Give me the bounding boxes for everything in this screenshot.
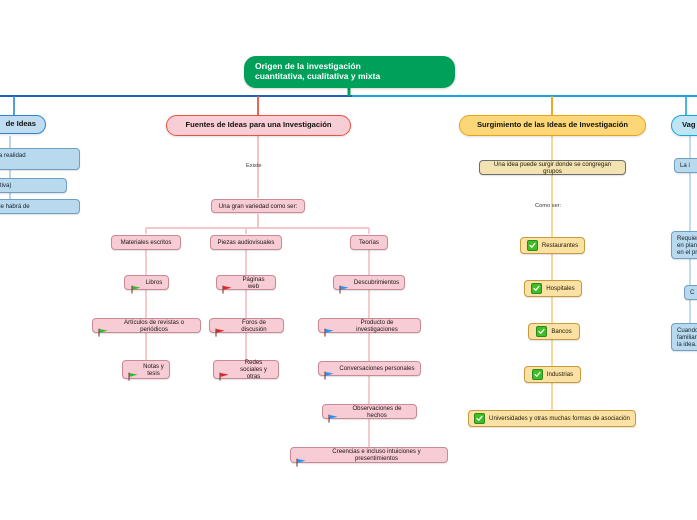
node-label: Notas y tesis [143,362,164,377]
node-piezas-audiovisuales[interactable]: Piezas audiovisuales [210,235,282,250]
node-hospitales[interactable]: Hospitales [524,280,582,297]
node-conversaciones-personales[interactable]: Conversaciones personales [318,361,421,380]
node-investigacion-cualitativa[interactable]: ación cualitativa) [0,178,67,193]
node-label: Creencias e incluso intuiciones y presen… [332,448,421,462]
node-label: Industrias [546,371,574,378]
flag-green-icon [131,278,142,294]
node-observaciones-de-hechos[interactable]: Observaciones de hechos [322,404,417,423]
flag-green-icon [98,321,109,337]
flag-blue-icon [339,278,350,294]
node-label: Conversaciones personales [339,365,415,372]
branch-header-fuentes-de-ideas[interactable]: Fuentes de Ideas para una Investigación [166,115,351,136]
connector-label-existe: Existe [246,163,262,169]
connector-label-como-ser: Como ser: [535,203,562,209]
branch-header-surgimiento-de-ideas[interactable]: Surgimiento de las Ideas de Investigació… [459,115,646,136]
node-label: Foros de discusión [241,318,267,333]
flag-blue-icon [324,364,335,380]
check-green-icon [531,369,543,380]
node-bancos[interactable]: Bancos [528,323,580,340]
node-label: Universidades y otras muchas formas de a… [489,415,630,422]
node-libros[interactable]: Libros [124,275,169,294]
flag-blue-icon [328,407,339,423]
node-universidades[interactable]: Universidades y otras muchas formas de a… [468,410,636,427]
node-c[interactable]: C [684,285,697,300]
node-cuando-una-persona[interactable]: Cuando una p familiarizarse la idea. [671,323,697,351]
node-label: Libros [145,279,163,286]
node-restaurantes[interactable]: Restaurantes [520,237,585,254]
node-label: Observaciones de hechos [352,404,402,419]
node-una-gran-variedad[interactable]: Una gran variedad como ser: [211,199,305,213]
node-descubrimientos[interactable]: Descubrimientos [333,275,405,294]
flag-red-icon [222,278,233,294]
node-foros-de-discusion[interactable]: Foros de discusión [209,318,284,337]
node-notas-y-tesis[interactable]: Notas y tesis [122,360,170,381]
node-label: Hospitales [546,285,575,292]
node-redes-sociales[interactable]: Redes sociales y otras [213,359,279,381]
node-label: Descubrimientos [353,279,400,286]
node-label: Restaurantes [541,242,579,249]
node-label: Producto de investigaciones [356,318,398,333]
node-paginas-web[interactable]: Páginas web [216,275,276,294]
node-una-idea-puede-surgir[interactable]: Una idea puede surgir donde se congregan… [479,160,626,175]
node-acercamiento-realidad[interactable]: camiento a la realidad tativa). [0,148,80,170]
node-requieren-analisis[interactable]: Requieren an en planteami en el proceso [671,231,697,259]
node-industrias[interactable]: Industrias [524,366,581,383]
node-materiales-escritos[interactable]: Materiales escritos [111,235,181,250]
flag-red-icon [215,321,226,337]
node-label: Redes sociales y otras [240,359,267,380]
branch-header-vaguedad-right[interactable]: Vag [671,115,697,136]
flag-red-icon [219,365,230,381]
check-green-icon [536,326,548,337]
node-practica-mixta[interactable]: ica mixta) que habrá de [0,199,80,214]
flag-blue-icon [296,451,307,467]
root-node[interactable]: Origen de la investigación cuantitativa,… [244,56,455,88]
node-articulos-revistas[interactable]: Artículos de revistas o periódicos [92,318,201,337]
check-green-icon [474,413,486,424]
node-label: Artículos de revistas o periódicos [124,318,184,333]
check-green-icon [531,283,543,294]
flag-green-icon [128,365,139,381]
node-teorias[interactable]: Teorías [350,235,388,250]
node-label: Bancos [551,328,572,335]
branch-header-fuentes-de-ideas-left[interactable]: de Ideas [0,115,46,134]
node-label: Páginas web [242,275,265,290]
flag-blue-icon [324,321,335,337]
node-producto-investigaciones[interactable]: Producto de investigaciones [318,318,421,337]
check-green-icon [526,240,538,251]
node-la-idea[interactable]: La i [674,158,697,173]
node-creencias-intuiciones[interactable]: Creencias e incluso intuiciones y presen… [290,447,448,467]
